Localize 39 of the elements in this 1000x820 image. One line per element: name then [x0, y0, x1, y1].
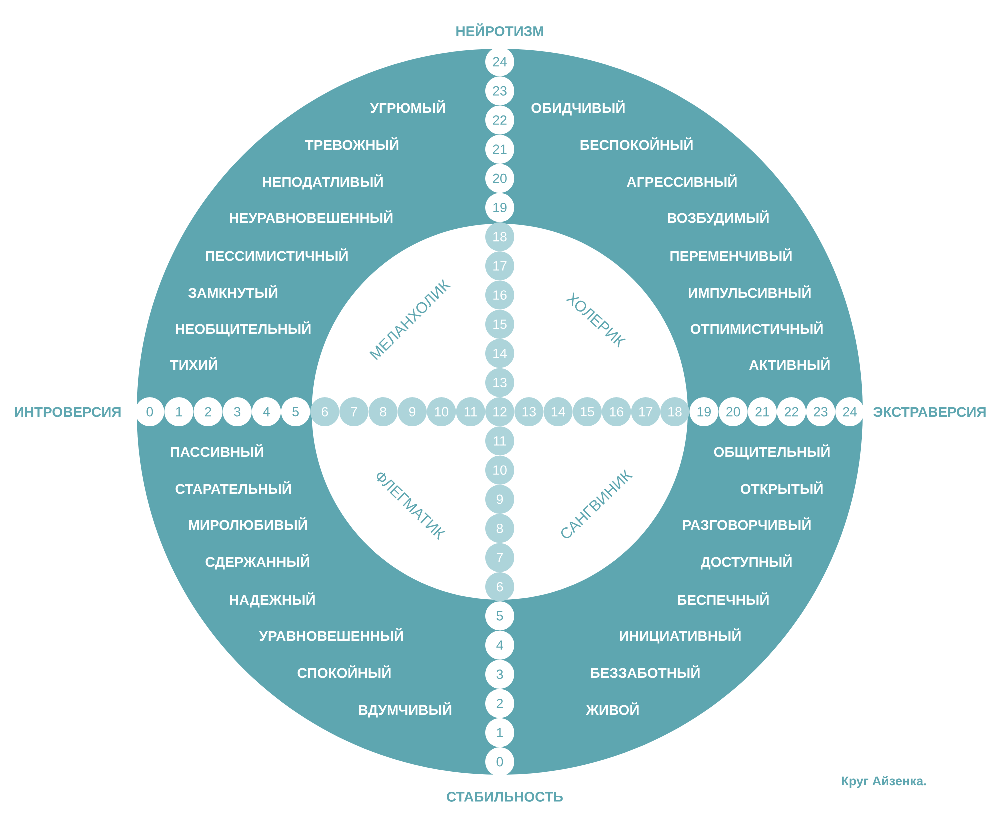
trait-label: ОБИДЧИВЫЙ	[532, 100, 625, 116]
trait-label: БЕСПЕЧНЫЙ	[678, 592, 769, 606]
axis-label: ЭКСТРАВЕРСИЯ	[874, 407, 986, 418]
trait-label: УРАВНОВЕШЕННЫЙ	[259, 628, 404, 642]
trait-label: НЕПОДАТЛИВЫЙ	[263, 174, 383, 190]
node-label: 0	[146, 407, 154, 417]
trait-label: ИНИЦИАТИВНЫЙ	[620, 628, 741, 644]
trait-label: ТРЕВОЖНЫЙ	[305, 137, 399, 150]
trait-label: ВОЗБУДИМЫЙ	[668, 210, 769, 226]
trait-label: НЕОБЩИТЕЛЬНЫЙ	[176, 321, 311, 337]
axis-label: СТАБИЛЬНОСТЬ	[447, 792, 563, 802]
trait-label: УГРЮМЫЙ	[370, 100, 446, 114]
trait-label: РАЗГОВОРЧИВЫЙ	[683, 517, 811, 530]
trait-label: АКТИВНЫЙ	[749, 357, 830, 370]
trait-label: ОБЩИТЕЛЬНЫЙ	[714, 444, 830, 460]
trait-label: СТАРАТЕЛЬНЫЙ	[176, 481, 292, 494]
trait-label: НЕУРАВНОВЕШЕННЫЙ	[230, 210, 393, 224]
trait-label: СДЕРЖАННЫЙ	[206, 554, 310, 570]
trait-label: ДОСТУПНЫЙ	[701, 554, 792, 570]
trait-label: БЕСПОКОЙНЫЙ	[580, 137, 693, 150]
axis-label: НЕЙРОТИЗМ	[456, 24, 544, 36]
trait-label: ПЕРЕМЕНЧИВЫЙ	[670, 248, 792, 262]
trait-label: ВДУМЧИВЫЙ	[359, 702, 452, 718]
trait-label: ОТПИМИСТИЧНЫЙ	[690, 321, 823, 334]
trait-label: АГРЕССИВНЫЙ	[627, 174, 737, 188]
trait-label: НАДЕЖНЫЙ	[230, 592, 315, 608]
trait-label: ПЕССИМИСТИЧНЫЙ	[206, 248, 348, 262]
axis-label: ИНТРОВЕРСИЯ	[15, 407, 121, 418]
trait-label: ТИХИЙ	[170, 357, 218, 370]
trait-label: ЖИВОЙ	[586, 702, 639, 716]
trait-label: ЗАМКНУТЫЙ	[188, 285, 278, 298]
trait-label: МИРОЛЮБИВЫЙ	[189, 517, 308, 530]
trait-label: СПОКОЙНЫЙ	[298, 665, 391, 678]
trait-label: ПАССИВНЫЙ	[171, 444, 264, 458]
trait-label: ИМПУЛЬСИВНЫЙ	[689, 285, 811, 298]
caption: Круг Айзенка.	[842, 776, 926, 788]
trait-label: ОТКРЫТЫЙ	[740, 481, 823, 494]
node-label: 24	[843, 407, 858, 417]
trait-label: БЕЗЗАБОТНЫЙ	[591, 665, 700, 678]
